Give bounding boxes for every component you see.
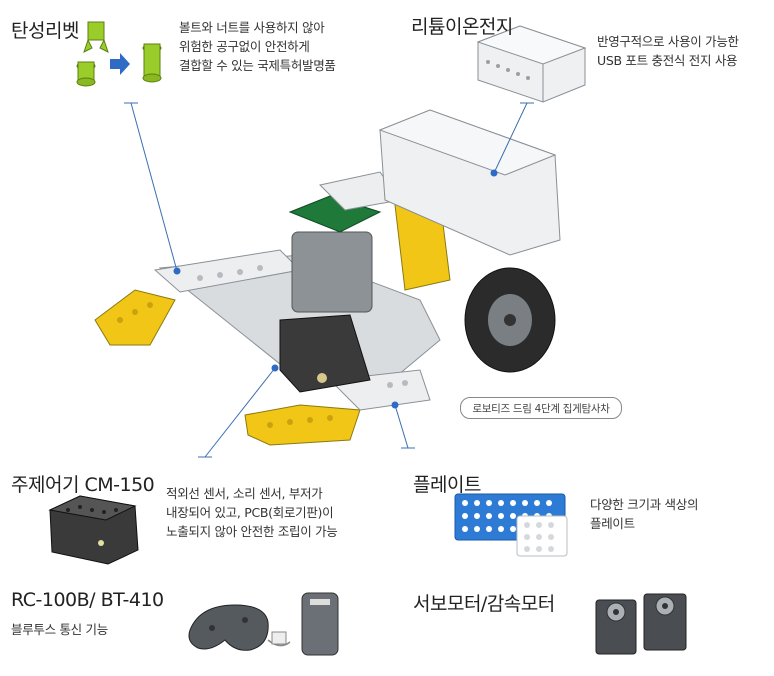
- rivet-icon: [76, 21, 109, 87]
- plate-desc-line: 플레이트: [590, 516, 635, 531]
- connector-battery: [493, 102, 528, 174]
- bluetooth-description: 블루투스 통신 기능: [11, 620, 108, 639]
- plate-icon: [454, 493, 568, 557]
- rivet-desc-line: 위험한 공구없이 안전하게: [179, 39, 310, 54]
- rivet-description: 볼트와 너트를 사용하지 않아 위험한 공구없이 안전하게 결합할 수 있는 국…: [179, 18, 336, 75]
- robot-illustration: [94, 109, 561, 446]
- battery-desc-line: USB 포트 충전식 전지 사용: [597, 53, 738, 68]
- geared-motor-icon: [643, 593, 687, 651]
- controller-desc-line: 내장되어 있고, PCB(회로기판)이: [166, 505, 334, 520]
- controller-title: 주제어기 CM-150: [11, 474, 155, 496]
- rivet-title: 탄성리벳: [11, 20, 79, 42]
- battery-desc-line: 반영구적으로 사용이 가능한: [597, 34, 739, 49]
- plate-title: 플레이트: [413, 474, 481, 496]
- robot-caption: 로보티즈 드림 4단계 집게탐사차: [460, 397, 622, 419]
- controller-desc-line: 노출되지 않아 안전한 조립이 가능: [166, 524, 338, 539]
- remote-controller-icon: [188, 604, 269, 651]
- arrow-right-icon: [110, 53, 130, 75]
- controller-icon: [48, 495, 139, 565]
- connector-plate: [394, 404, 409, 449]
- bluetooth-module-icon: [267, 592, 339, 656]
- connector-controller: [204, 367, 276, 458]
- controller-desc-line: 적외선 센서, 소리 센서, 부저가: [166, 486, 323, 501]
- rivet-desc-line: 볼트와 너트를 사용하지 않아: [179, 20, 325, 35]
- plate-description: 다양한 크기과 색상의 플레이트: [590, 495, 698, 533]
- battery-icon: [476, 25, 587, 103]
- bluetooth-title: RC-100B/ BT-410: [11, 589, 164, 611]
- connector-lines: [124, 102, 534, 458]
- rivet-desc-line: 결합할 수 있는 국제특허발명품: [179, 58, 336, 73]
- connector-dots: [173, 169, 498, 409]
- servo-motor-icon: [595, 599, 637, 655]
- rivet-assembled-icon: [142, 43, 162, 83]
- connector-rivet: [130, 102, 178, 272]
- plate-desc-line: 다양한 크기과 색상의: [590, 497, 699, 512]
- battery-description: 반영구적으로 사용이 가능한 USB 포트 충전식 전지 사용: [597, 32, 739, 70]
- battery-title: 리튬이온전지: [411, 16, 513, 38]
- servo-title: 서보모터/감속모터: [413, 593, 555, 615]
- controller-description: 적외선 센서, 소리 센서, 부저가 내장되어 있고, PCB(회로기판)이 노…: [166, 484, 338, 541]
- bluetooth-desc-line: 블루투스 통신 기능: [11, 622, 108, 637]
